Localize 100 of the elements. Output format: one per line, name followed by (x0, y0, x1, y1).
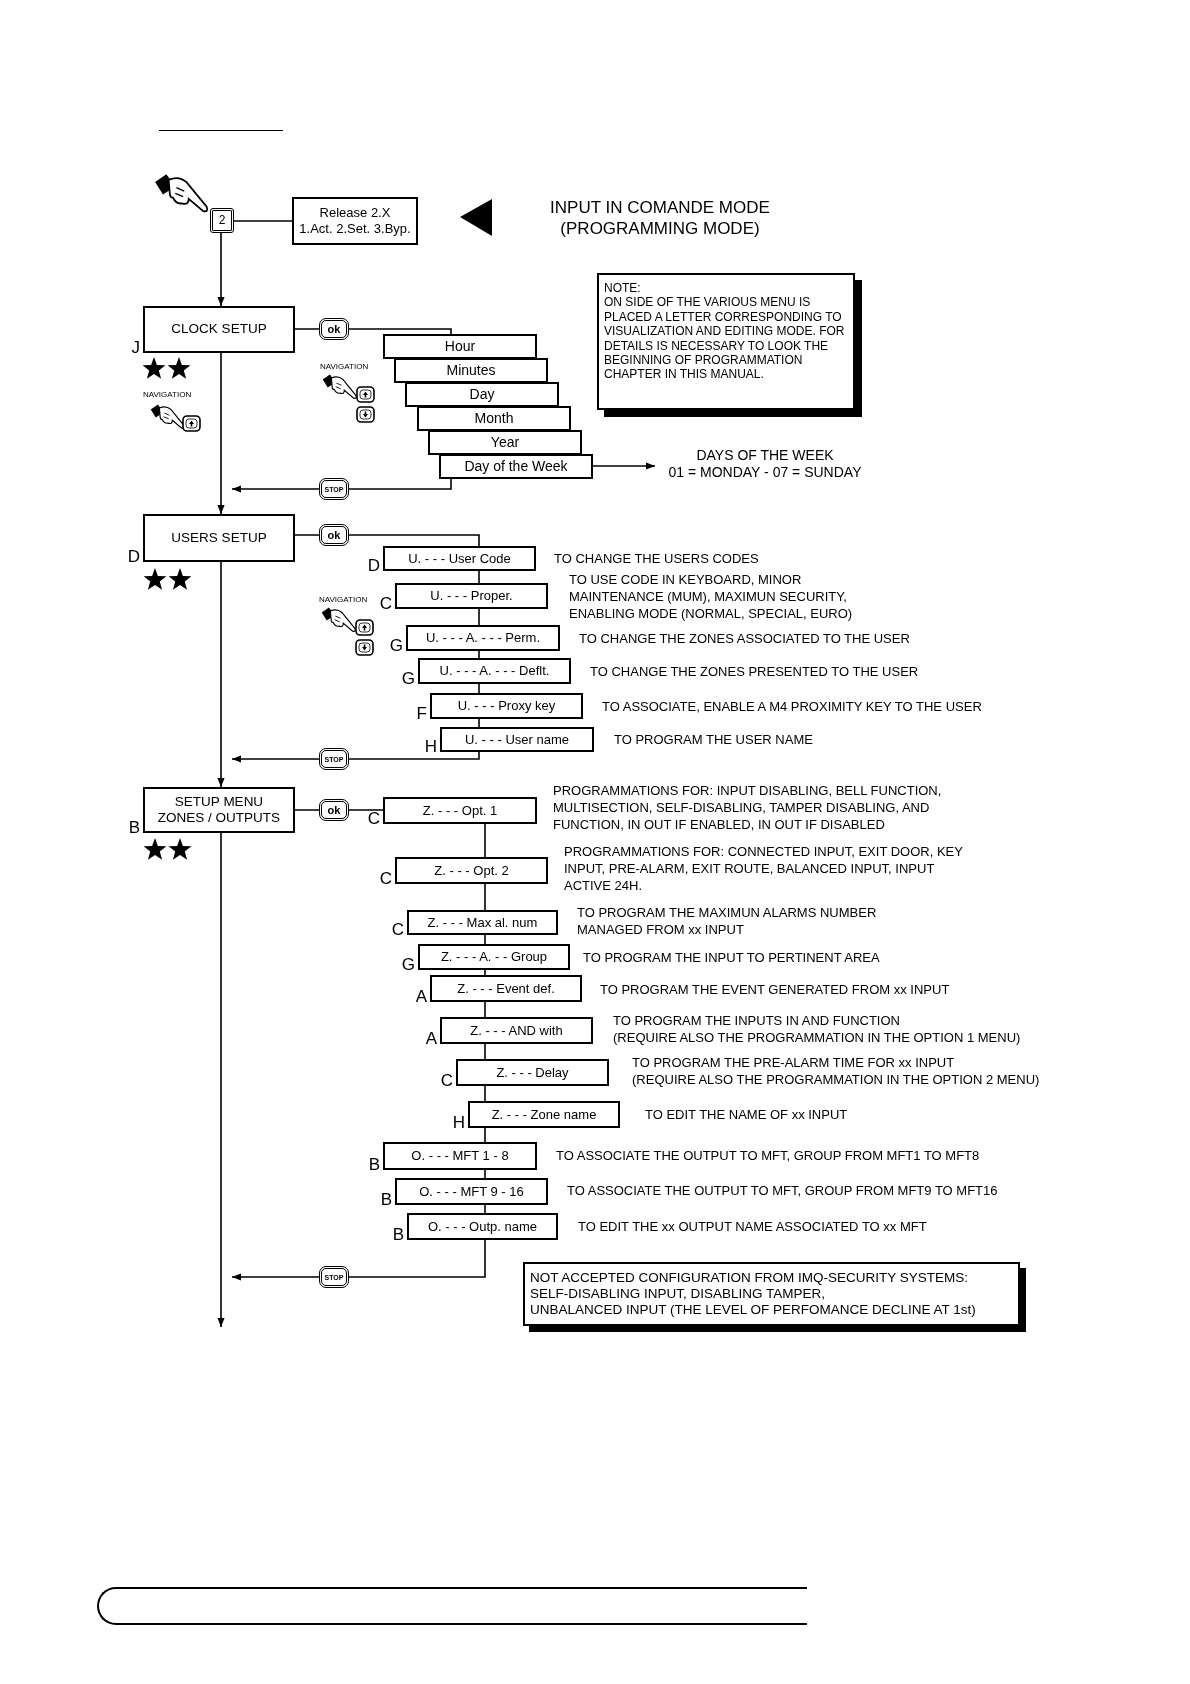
connector-line (484, 1085, 486, 1102)
menu-item-box (383, 334, 537, 359)
display-box (407, 1213, 558, 1240)
menu-item-text: Month (474, 410, 514, 427)
key-label: ok (319, 799, 349, 821)
menu-title: CLOCK SETUP (171, 321, 267, 338)
display-box (468, 1101, 620, 1128)
box-text: U. - - - Proxy key (457, 698, 556, 714)
mode-letter: C (378, 870, 392, 888)
mode-letter: C (378, 595, 392, 613)
mode-letter: G (400, 956, 415, 974)
display-box (292, 197, 418, 245)
display-box (440, 727, 594, 752)
mode-letter: C (439, 1072, 453, 1090)
mode-letter: F (415, 705, 427, 723)
connector-line (478, 608, 480, 626)
note-heading: NOTE: (604, 281, 641, 296)
mode-letter: B (379, 1191, 392, 1209)
mode-letter: C (366, 810, 380, 828)
mode-letter: D (126, 548, 140, 566)
display-box (430, 693, 583, 719)
description-text: TO ASSOCIATE, ENABLE A M4 PROXIMITY KEY TO THE USER (602, 698, 982, 715)
description-text: TO ASSOCIATE THE OUTPUT TO MFT, GROUP FROM MFT1 TO MFT8 (556, 1147, 980, 1164)
mode-caption: INPUT IN COMANDE MODE (PROGRAMMING MODE) (549, 197, 771, 239)
connector-line (484, 1127, 486, 1143)
mode-letter: A (414, 988, 427, 1006)
mode-letter: C (390, 921, 404, 939)
description-text: TO PROGRAM THE MAXIMUN ALARMS NUMBER MANAGED FROM xx INPUT (577, 904, 878, 938)
arrow (217, 561, 225, 788)
box-text: Z. - - - Opt. 1 (422, 802, 498, 819)
menu-item-box (439, 454, 593, 479)
menu-box (143, 787, 295, 833)
box-text: Z. - - - Max al. num (427, 914, 538, 931)
mode-letter: A (424, 1030, 437, 1048)
arrow (231, 1239, 486, 1281)
description-text: TO CHANGE THE USERS CODES (554, 550, 759, 567)
connector-line (484, 1001, 486, 1018)
description-text: (REQUIRE ALSO THE PROGRAMMATION IN THE OPTION 2 MENU) (632, 1071, 1040, 1088)
box-text: U. - - - User Code (408, 550, 511, 567)
key-label: ok (319, 318, 349, 340)
description-text: (REQUIRE ALSO THE PROGRAMMATION IN THE OPTION 1 MENU) (613, 1029, 1021, 1046)
box-text: Z. - - - AND with (470, 1022, 563, 1039)
menu-item-text: Year (490, 434, 520, 451)
box-text: Z. - - - Opt. 2 (434, 862, 509, 879)
display-box (395, 857, 548, 884)
connector-line (484, 1169, 486, 1179)
note-text: ON SIDE OF THE VARIOUS MENU IS PLACED A LETTER CORRESPONDING TO VISUALIZATION AND EDITING MODE. FOR DETAILS IS NECESSARY TO LOOK THE BEGINNING OF PROGRAMMATION CHAPTER IN THIS MANUAL. (604, 295, 846, 382)
description-text: TO PROGRAM THE USER NAME (614, 731, 813, 748)
display-box (383, 1142, 537, 1170)
mode-letter: B (391, 1226, 404, 1244)
menu-item-text: Day (469, 386, 495, 403)
arrow (217, 832, 225, 1328)
warning-text: SELF-DISABLING INPUT, DISABLING TAMPER, (530, 1286, 826, 1303)
arrow (592, 462, 656, 470)
connector-line (484, 823, 486, 858)
description-text: TO PROGRAM THE INPUT TO PERTINENT AREA (583, 949, 880, 966)
menu-box (143, 306, 295, 353)
caption-text: DAYS OF THE WEEK (696, 447, 834, 464)
display-box (406, 625, 560, 651)
menu-item-box (428, 430, 582, 455)
display-box (418, 658, 571, 684)
key-digit: 2 (218, 213, 226, 228)
mode-letter: H (423, 738, 437, 756)
menu-item-box (417, 406, 571, 431)
description-text: PROGRAMMATIONS FOR: INPUT DISABLING, BELL FUNCTION, MULTISECTION, SELF-DISABLING, TAMPER DISABLING, AND FUNCTION, IN OUT IF ENABLED, IN OUT IF DISABLED (553, 782, 943, 833)
display-box (456, 1059, 609, 1086)
box-text: O. - - - MFT 1 - 8 (411, 1148, 509, 1164)
box-text: O. - - - Outp. name (427, 1218, 538, 1235)
connector-line (484, 1043, 486, 1060)
connector-line (484, 934, 486, 945)
connector-line (478, 570, 480, 584)
menu-item-text: Day of the Week (464, 458, 568, 475)
box-text: Z. - - - Zone name (491, 1106, 597, 1123)
connector-line (484, 883, 486, 911)
caption-text: 01 = MONDAY - 07 = SUNDAY (668, 464, 862, 481)
box-text: 1.Act. 2.Set. 3.Byp. (299, 221, 411, 237)
box-text: Z. - - - Delay (496, 1064, 569, 1081)
arrow (231, 751, 480, 763)
navigation-label: NAVIGATION (320, 362, 369, 371)
display-box (383, 546, 536, 571)
box-text: Z. - - - A. - - Group (440, 949, 548, 965)
connector-line (233, 220, 293, 222)
key-label: ok (319, 524, 349, 546)
box-text: Release 2.X (319, 205, 391, 221)
arrow (217, 352, 225, 515)
warning-text: UNBALANCED INPUT (THE LEVEL OF PERFOMANCE DECLINE AT 1st) (530, 1302, 976, 1319)
box-text: U. - - - A. - - - Perm. (425, 630, 541, 646)
description-text: TO USE CODE IN KEYBOARD, MINOR MAINTENANCE (MUM), MAXIMUN SECURITY, ENABLING MODE (NORMAL, SPECIAL, EURO) (569, 571, 854, 622)
mode-letter: H (451, 1114, 465, 1132)
mode-letter: D (366, 557, 380, 575)
connector-line (478, 683, 480, 694)
box-text: O. - - - MFT 9 - 16 (419, 1183, 524, 1200)
menu-item-text: Minutes (446, 362, 496, 379)
mode-letter: B (367, 1156, 380, 1174)
box-text: Z. - - - Event def. (457, 980, 555, 997)
menu-item-box (405, 382, 559, 407)
keypad-key (210, 208, 234, 233)
arrow (217, 232, 225, 307)
display-box (395, 583, 548, 609)
menu-item-box (394, 358, 548, 383)
